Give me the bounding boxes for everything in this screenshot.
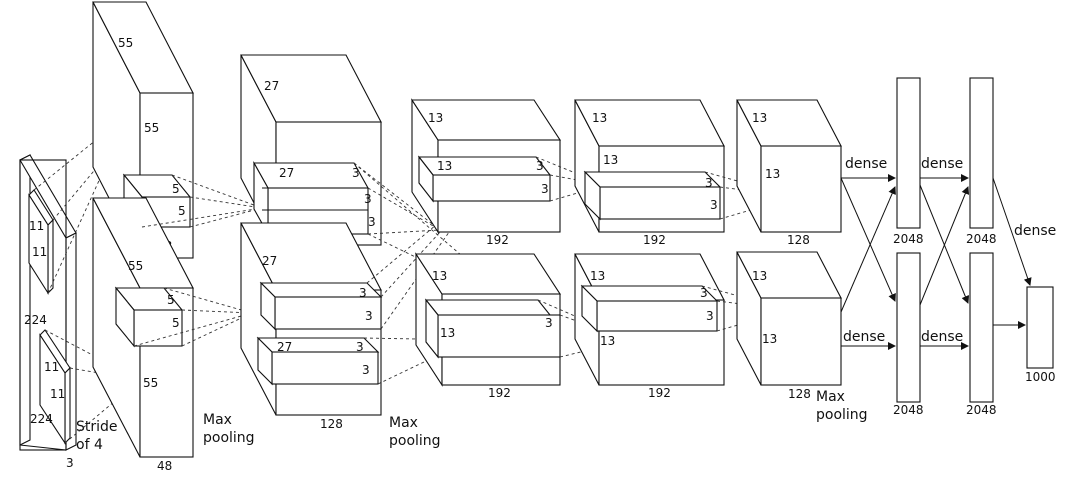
conv1-top-size-label: 55 <box>144 121 159 135</box>
conv2-top-kernel-label-3: 3 <box>368 215 376 229</box>
conv4-bottom-depth-label: 13 <box>590 269 605 283</box>
conv5-top-kernel-size-label: 13 <box>765 167 780 181</box>
fc7-bottom-bar <box>969 252 994 403</box>
conv2-bottom-channels-label: 128 <box>320 417 343 431</box>
input-kernel-label-1: 11 <box>29 219 44 233</box>
fc6-top-bar <box>896 77 921 229</box>
conv5-top-depth-label: 13 <box>752 111 767 125</box>
input-channels-label: 3 <box>66 456 74 470</box>
conv2-top-depth-label: 27 <box>264 79 279 93</box>
fc7-bottom-units-label: 2048 <box>966 403 997 417</box>
maxpool-1-label-line2: pooling <box>203 430 255 446</box>
fc6-bottom-units-label: 2048 <box>893 403 924 417</box>
conv4-bottom-kernel-size-label: 13 <box>600 334 615 348</box>
stride-label-line1: Stride <box>76 419 118 435</box>
stride-label-line2: of 4 <box>76 437 103 453</box>
conv3-top-kernel-size-label: 13 <box>437 159 452 173</box>
conv4-top-kernel-size-label: 13 <box>603 153 618 167</box>
conv4-bottom-kernel-label-1: 3 <box>700 286 708 300</box>
conv1-top-kernel-label-2: 5 <box>178 204 186 218</box>
conv3-bottom-kernel-label: 3 <box>545 316 553 330</box>
fc6-bottom-bar <box>896 252 921 403</box>
input-kernel-label-3: 11 <box>44 360 59 374</box>
conv3-top-kernel <box>417 155 552 203</box>
conv3-bottom-depth-label: 13 <box>432 269 447 283</box>
maxpool-2-label-line1: Max <box>389 415 418 431</box>
conv2-top-kernel-size-label: 27 <box>279 166 294 180</box>
input-height-label: 224 <box>24 313 47 327</box>
conv2-bottom-kernel-2 <box>256 336 380 386</box>
conv4-bottom-kernel-label-2: 3 <box>706 309 714 323</box>
dense-label-conv5-top: dense <box>845 156 887 172</box>
conv1-bottom-kernel <box>114 286 184 348</box>
conv2-top-kernel-label-1: 3 <box>352 166 360 180</box>
conv1-top-depth-label: 55 <box>118 36 133 50</box>
fc7-top-units-label: 2048 <box>966 232 997 246</box>
fc8-output-units-label: 1000 <box>1025 370 1056 384</box>
conv1-to-conv2-connections <box>133 174 263 347</box>
maxpool-1-label-line1: Max <box>203 412 232 428</box>
maxpool-3-label-line2: pooling <box>816 407 868 423</box>
conv2-bottom-depth-label: 27 <box>262 254 277 268</box>
input-kernel-label-2: 11 <box>32 245 47 259</box>
fc7-top-bar <box>969 77 994 229</box>
conv2-bottom-kernel-label-2: 3 <box>365 309 373 323</box>
conv4-top-kernel-label-1: 3 <box>705 176 713 190</box>
input-width-label: 224 <box>30 412 53 426</box>
conv1-bottom-kernel-label-1: 5 <box>167 293 175 307</box>
fc8-output-bar <box>1026 286 1054 369</box>
conv4-top-kernel-label-2: 3 <box>710 198 718 212</box>
conv2-bottom-kernel-label-1: 3 <box>359 286 367 300</box>
conv2-top-kernel-label-2: 3 <box>364 192 372 206</box>
dense-arrows <box>840 174 1032 350</box>
conv4-bottom-channels-label: 192 <box>648 386 671 400</box>
conv1-bottom-depth-label: 55 <box>128 259 143 273</box>
conv2-bottom-kernel-label-3: 3 <box>356 340 364 354</box>
maxpool-3-label-line1: Max <box>816 389 845 405</box>
conv5-top-volume <box>736 99 842 233</box>
conv5-bottom-depth-label: 13 <box>752 269 767 283</box>
conv5-top-channels-label: 128 <box>787 233 810 247</box>
dense-label-conv5-bottom: dense <box>843 329 885 345</box>
conv3-bottom-kernel-size-label: 13 <box>440 326 455 340</box>
conv3-top-kernel-label-1: 3 <box>536 159 544 173</box>
input-volume <box>19 154 77 451</box>
conv5-bottom-channels-label: 128 <box>788 387 811 401</box>
conv2-bottom-kernel-label-4: 3 <box>362 363 370 377</box>
dense-label-fc7: dense <box>1014 223 1056 239</box>
input-kernel-label-4: 11 <box>50 387 65 401</box>
conv4-top-depth-label: 13 <box>592 111 607 125</box>
conv1-top-kernel-label-1: 5 <box>172 182 180 196</box>
conv3-top-kernel-label-2: 3 <box>541 182 549 196</box>
conv5-bottom-volume <box>736 251 842 386</box>
fc6-top-units-label: 2048 <box>893 232 924 246</box>
conv1-bottom-size-label: 55 <box>143 376 158 390</box>
conv2-bottom-kernel-size-label: 27 <box>277 340 292 354</box>
conv2-bottom-kernel-1 <box>259 281 383 331</box>
dense-label-fc6-top: dense <box>921 156 963 172</box>
maxpool-2-label-line2: pooling <box>389 433 441 449</box>
conv4-top-kernel <box>583 170 722 221</box>
conv3-top-channels-label: 192 <box>486 233 509 247</box>
conv5-bottom-kernel-size-label: 13 <box>762 332 777 346</box>
conv3-bottom-channels-label: 192 <box>488 386 511 400</box>
dense-label-fc6-bottom: dense <box>921 329 963 345</box>
conv1-bottom-volume <box>92 197 194 458</box>
conv4-top-channels-label: 192 <box>643 233 666 247</box>
conv4-bottom-kernel <box>580 284 719 333</box>
conv1-bottom-channels-label: 48 <box>157 459 172 473</box>
conv3-top-depth-label: 13 <box>428 111 443 125</box>
conv1-bottom-kernel-label-2: 5 <box>172 316 180 330</box>
conv3-bottom-kernel <box>424 298 561 359</box>
